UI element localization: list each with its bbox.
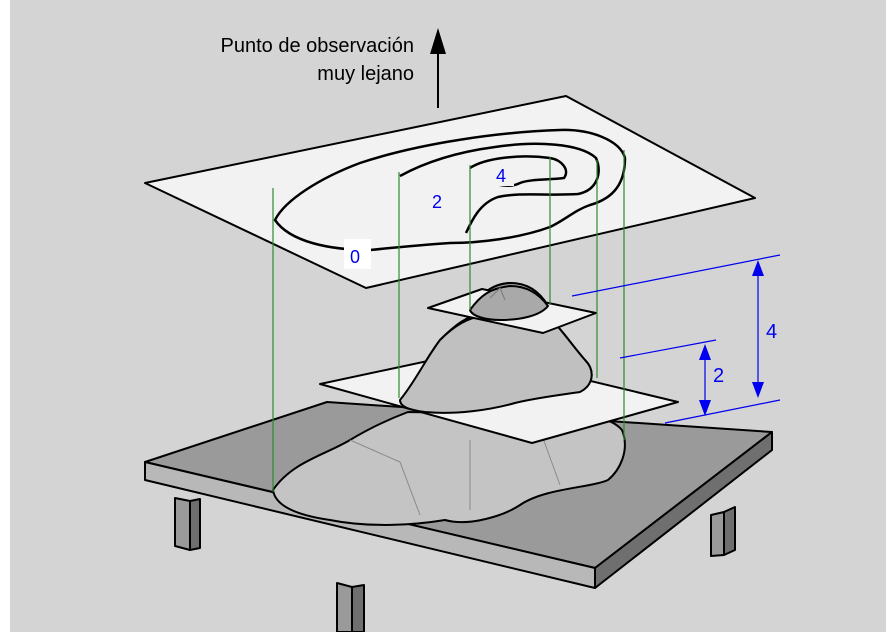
- dim-ext-bottom: [664, 399, 781, 424]
- contour-4-label-bg: [492, 164, 514, 186]
- projection-plane: 0 2 4: [144, 95, 756, 289]
- table-leg-right: [710, 511, 725, 557]
- dim-4-arrow-bottom: [752, 382, 764, 398]
- table-leg-front: [336, 582, 353, 632]
- viewpoint-label-line2: muy lejano: [317, 63, 414, 85]
- table-leg-front-side: [351, 584, 365, 632]
- contour-0-label: 0: [350, 247, 360, 267]
- contour-0: [273, 128, 627, 252]
- contour-0-label-bg: [344, 239, 371, 269]
- plane-height-2: [319, 282, 679, 444]
- peak-ridge: [489, 287, 506, 301]
- table-leg-left-side: [189, 498, 201, 551]
- viewpoint-label-line1: Punto de observación: [221, 35, 414, 57]
- contour-4: [469, 155, 568, 187]
- mountain-ridge-1: [349, 439, 421, 516]
- contour-2: [399, 142, 600, 234]
- dim-ext-top-2: [619, 339, 717, 359]
- dim-4-arrow-top: [752, 260, 764, 276]
- dimension-label-4: 4: [766, 321, 777, 343]
- viewpoint-arrow-head: [430, 28, 446, 54]
- table-leg-right-side: [723, 506, 736, 556]
- dim-2-arrow-top: [699, 344, 711, 360]
- projection-lines: [272, 150, 625, 492]
- contour-2-label-bg: [426, 190, 450, 212]
- contour-4-label: 4: [496, 166, 506, 186]
- table-side-edge: [594, 431, 773, 589]
- dimension-label-2: 2: [713, 365, 724, 387]
- table-leg-left-front: [174, 497, 191, 551]
- contour-2-label: 2: [432, 192, 442, 212]
- dimension-lines: [571, 254, 781, 424]
- dim-ext-top-4: [571, 254, 781, 297]
- dim-2-arrow-bottom: [699, 400, 711, 416]
- mountain-section-on-plane-2: [399, 315, 593, 414]
- viewpoint-arrow: [430, 28, 446, 108]
- peak-section: [469, 285, 549, 321]
